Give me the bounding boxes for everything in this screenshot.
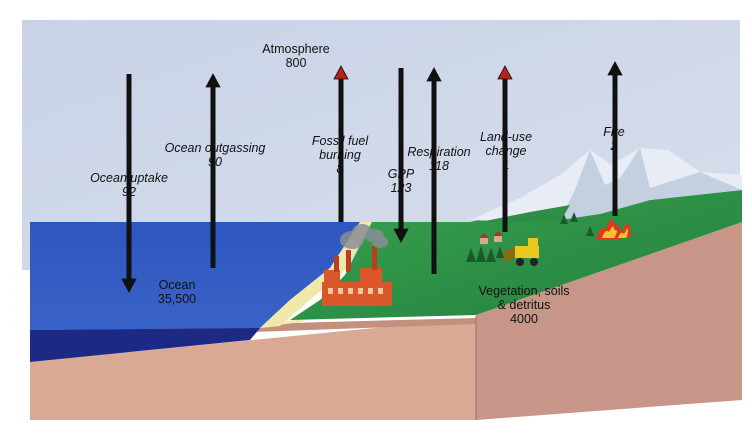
gpp-value: 123 — [390, 181, 412, 195]
mountain-shade — [560, 148, 742, 220]
ocean-uptake-name: Ocean uptake — [90, 171, 168, 185]
beach — [260, 222, 372, 328]
ocean-front — [30, 328, 260, 362]
houses — [479, 231, 503, 244]
land-use-change-label: Land-use change 1 — [480, 130, 532, 172]
fire-label: Fire 2 — [603, 125, 625, 153]
ocean-value: 35,500 — [157, 292, 197, 306]
fossil-fuel-value: 8 — [336, 162, 344, 176]
gpp-label: GPP 123 — [388, 167, 414, 195]
land-label: Vegetation, soils & detritus 4000 — [478, 284, 569, 326]
atmosphere-value: 800 — [285, 56, 307, 70]
fossil-fuel-arrow — [333, 65, 349, 222]
soil-side — [476, 222, 742, 420]
land-name-line2: & detritus — [497, 298, 551, 312]
fire-name: Fire — [603, 125, 625, 139]
land-use-name-line2: change — [485, 144, 527, 158]
ocean-outgassing-label: Ocean outgassing 90 — [165, 141, 266, 169]
respiration-name: Respiration — [407, 145, 471, 159]
ocean-outgassing-name: Ocean outgassing — [164, 141, 266, 155]
gpp-name: GPP — [387, 167, 415, 181]
ocean-outgassing-value: 90 — [208, 155, 222, 169]
ocean-outgassing-arrow — [205, 73, 221, 268]
land-use-name-line1: Land-use — [479, 130, 533, 144]
fire-illustration — [596, 218, 632, 240]
fossil-fuel-name-line2: burning — [319, 148, 361, 162]
land-use-value: 1 — [502, 158, 510, 172]
respiration-value: 118 — [429, 159, 449, 173]
ocean-uptake-value: 92 — [122, 185, 136, 199]
fossil-fuel-name-line1: Fossil fuel — [311, 134, 369, 148]
land-value: 4000 — [510, 312, 538, 326]
fire-arrow — [607, 61, 623, 216]
ocean-label: Ocean 35,500 — [158, 278, 196, 306]
atmosphere-name: Atmosphere — [262, 42, 330, 56]
land-name-line1: Vegetation, soils — [478, 284, 570, 298]
factory-illustration — [322, 224, 392, 306]
ocean-uptake-arrow — [121, 74, 137, 293]
atmosphere-label: Atmosphere 800 — [262, 42, 329, 70]
soil-front — [30, 318, 476, 420]
ocean-name: Ocean — [158, 278, 196, 292]
trees — [466, 212, 594, 262]
ocean-uptake-label: Ocean uptake 92 — [90, 171, 168, 199]
respiration-label: Respiration 118 — [407, 145, 470, 173]
gpp-arrow — [393, 68, 409, 243]
ocean-surface — [30, 222, 360, 330]
land-use-change-arrow — [497, 65, 513, 232]
fire-value: 2 — [610, 139, 618, 153]
bulldozer-illustration — [503, 238, 539, 266]
flux-arrows — [121, 61, 623, 293]
respiration-arrow — [426, 67, 442, 274]
fossil-fuel-label: Fossil fuel burning 8 — [312, 134, 368, 176]
